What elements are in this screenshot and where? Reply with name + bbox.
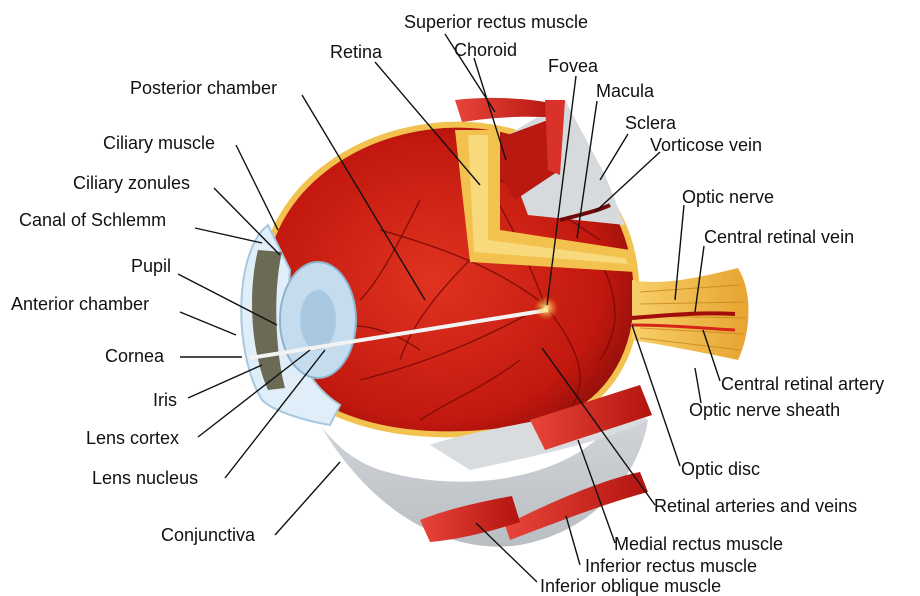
label-vorticose-vein: Vorticose vein [650, 135, 762, 155]
label-optic-nerve: Optic nerve [682, 187, 774, 207]
label-central-retinal-vein: Central retinal vein [704, 227, 854, 247]
label-optic-disc: Optic disc [681, 459, 760, 479]
label-choroid: Choroid [454, 40, 517, 60]
label-retina: Retina [330, 42, 382, 62]
label-pupil: Pupil [131, 256, 171, 276]
label-superior-rectus-muscle: Superior rectus muscle [404, 12, 588, 32]
label-canal-of-schlemm: Canal of Schlemm [19, 210, 166, 230]
label-inferior-oblique-muscle: Inferior oblique muscle [540, 576, 721, 596]
label-ciliary-muscle: Ciliary muscle [103, 133, 215, 153]
label-anterior-chamber: Anterior chamber [11, 294, 149, 314]
label-fovea: Fovea [548, 56, 598, 76]
label-retinal-arteries-and-veins: Retinal arteries and veins [654, 496, 857, 516]
label-central-retinal-artery: Central retinal artery [721, 374, 884, 394]
label-medial-rectus-muscle: Medial rectus muscle [614, 534, 783, 554]
label-conjunctiva: Conjunctiva [161, 525, 255, 545]
label-posterior-chamber: Posterior chamber [130, 78, 277, 98]
label-optic-nerve-sheath: Optic nerve sheath [689, 400, 840, 420]
fovea-spot [534, 296, 558, 320]
label-ciliary-zonules: Ciliary zonules [73, 173, 190, 193]
label-lens-cortex: Lens cortex [86, 428, 179, 448]
label-cornea: Cornea [105, 346, 164, 366]
label-macula: Macula [596, 81, 654, 101]
label-inferior-rectus-muscle: Inferior rectus muscle [585, 556, 757, 576]
lens-nucleus-shape [300, 290, 336, 350]
label-sclera: Sclera [625, 113, 676, 133]
label-lens-nucleus: Lens nucleus [92, 468, 198, 488]
label-iris: Iris [153, 390, 177, 410]
